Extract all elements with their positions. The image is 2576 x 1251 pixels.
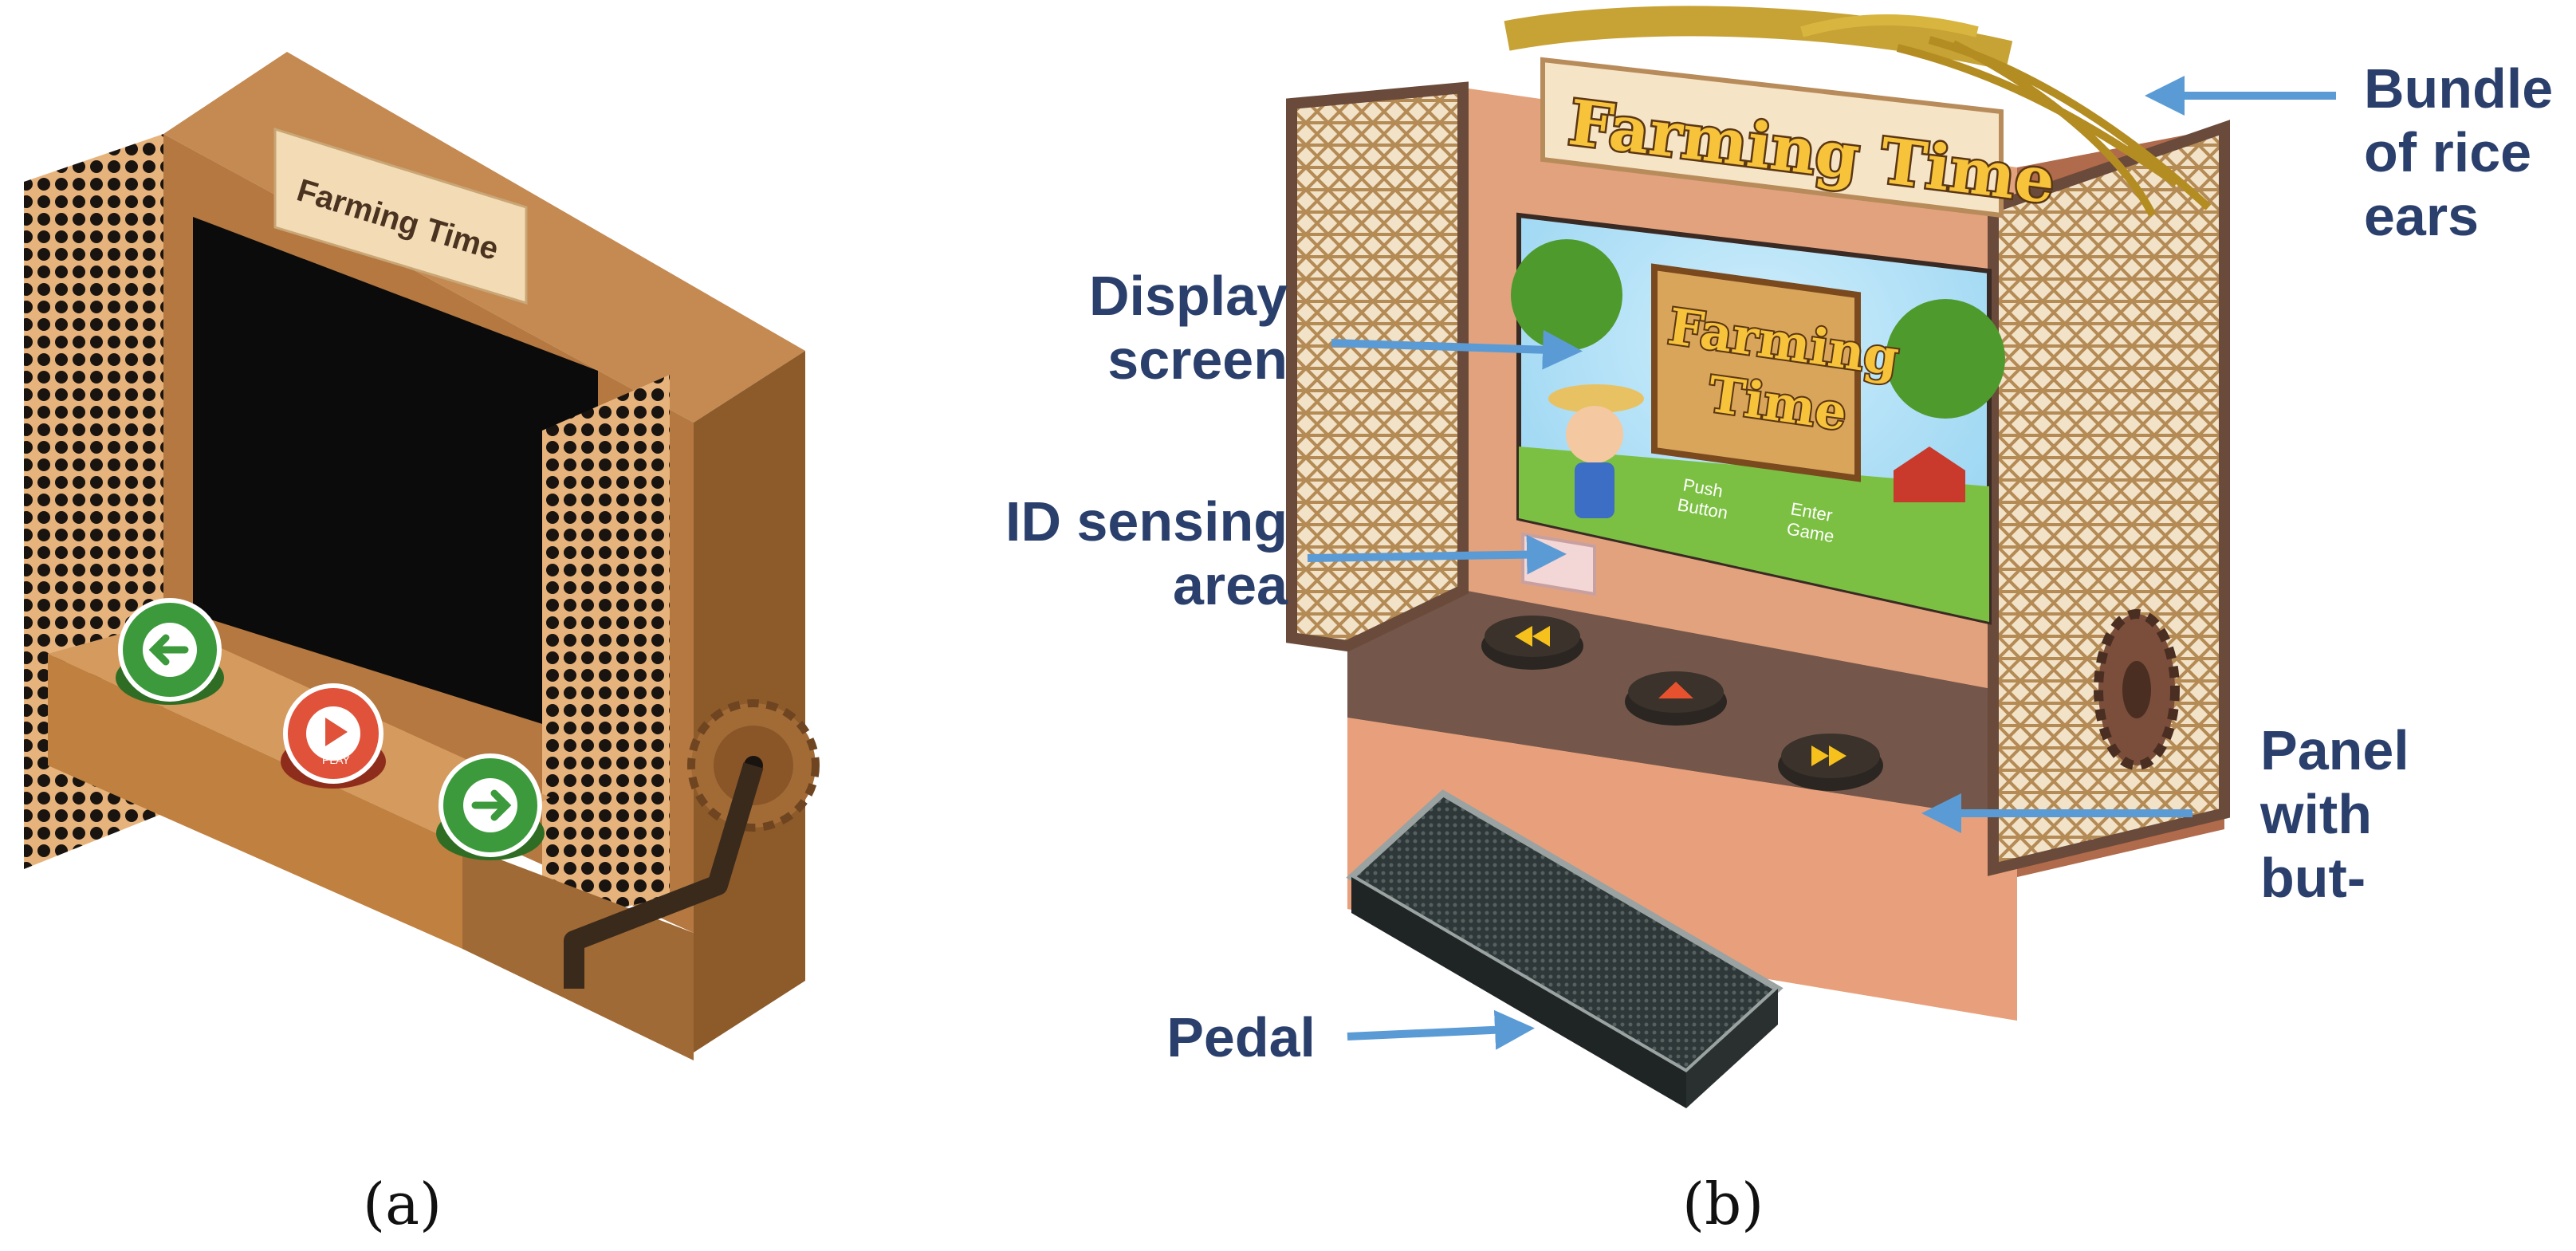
left-arrow-icon bbox=[143, 623, 197, 677]
callout-panel-line1: Panel bbox=[2260, 719, 2409, 781]
panel-b-button-center bbox=[1625, 671, 1727, 726]
callout-id-line1: ID sensing bbox=[1005, 490, 1288, 553]
callout-id-sensing: ID sensing area bbox=[1005, 490, 1288, 616]
panel-b-farmer-character bbox=[1548, 384, 1644, 518]
panel-b-right-lattice bbox=[1988, 120, 2230, 876]
panel-b-pedal bbox=[1346, 789, 1784, 1108]
panel-b-button-right bbox=[1778, 734, 1883, 791]
play-icon bbox=[325, 718, 348, 746]
callout-rice-line2: of rice bbox=[2364, 121, 2531, 183]
panel-b-screen-barn-icon bbox=[1894, 447, 1965, 502]
arrow-display bbox=[1331, 329, 1583, 370]
panel-a-crank-arm bbox=[564, 762, 764, 989]
callout-display-line1: Display bbox=[1089, 265, 1288, 327]
panel-a-play-button: PLAY bbox=[281, 683, 386, 789]
panel-b-side-gear-icon bbox=[2094, 609, 2180, 770]
forward-icon bbox=[1811, 745, 1846, 766]
arrow-id-sensing bbox=[1307, 534, 1567, 575]
panel-a-right-arrow-button bbox=[436, 753, 545, 860]
panel-a-sign bbox=[273, 127, 528, 305]
panel-b-sign bbox=[1540, 57, 2004, 218]
panel-b-screen-tree-left bbox=[1511, 239, 1622, 351]
panel-b-button-left bbox=[1481, 616, 1583, 670]
callout-rice-line3: ears bbox=[2364, 185, 2479, 247]
panel-a-play-label: PLAY bbox=[322, 753, 350, 766]
callout-rice: Bundle of rice ears bbox=[2364, 57, 2553, 247]
panel-a-base-front bbox=[48, 654, 462, 949]
panel-a-illustration: Farming Time PLAY bbox=[24, 52, 820, 1060]
panel-a-black-screen bbox=[193, 217, 598, 742]
rewind-icon bbox=[1515, 626, 1550, 647]
callout-display: Display screen bbox=[1089, 265, 1288, 391]
arrow-pedal bbox=[1347, 1009, 1535, 1050]
callout-panel-line3: but- bbox=[2260, 847, 2366, 909]
right-arrow-icon bbox=[463, 778, 517, 832]
panel-a-left-arrow-button bbox=[116, 598, 224, 705]
panel-b-left-lattice bbox=[1286, 81, 1469, 652]
panel-b-deck-front bbox=[1347, 718, 2017, 1021]
panel-b-photo: Farming Time Push Button Enter Game Farm… bbox=[1286, 6, 2230, 1108]
panel-b-rice-bundle bbox=[1504, 6, 2212, 218]
callout-display-line2: screen bbox=[1107, 328, 1288, 391]
panel-b-screen-tree-right bbox=[1886, 299, 2005, 419]
callout-panel-line2: with bbox=[2259, 783, 2372, 845]
panel-b-screen-title-2: Time bbox=[1705, 365, 1850, 443]
panel-b-screen-grass bbox=[1519, 447, 1989, 622]
panel-a-right-perforated-wall bbox=[542, 375, 670, 925]
panel-b-id-sensing-area bbox=[1521, 532, 1596, 596]
panel-a-caption: (a) bbox=[363, 1170, 442, 1237]
red-arrow-icon bbox=[1658, 682, 1693, 698]
callout-id-line2: area bbox=[1173, 554, 1288, 616]
callout-pedal-line1: Pedal bbox=[1166, 1006, 1316, 1068]
callout-pedal: Pedal bbox=[1166, 1006, 1316, 1068]
callout-panel: Panel with but- bbox=[2259, 719, 2409, 909]
panel-b-caption: (b) bbox=[1682, 1170, 1764, 1237]
callout-rice-line1: Bundle bbox=[2364, 57, 2553, 120]
